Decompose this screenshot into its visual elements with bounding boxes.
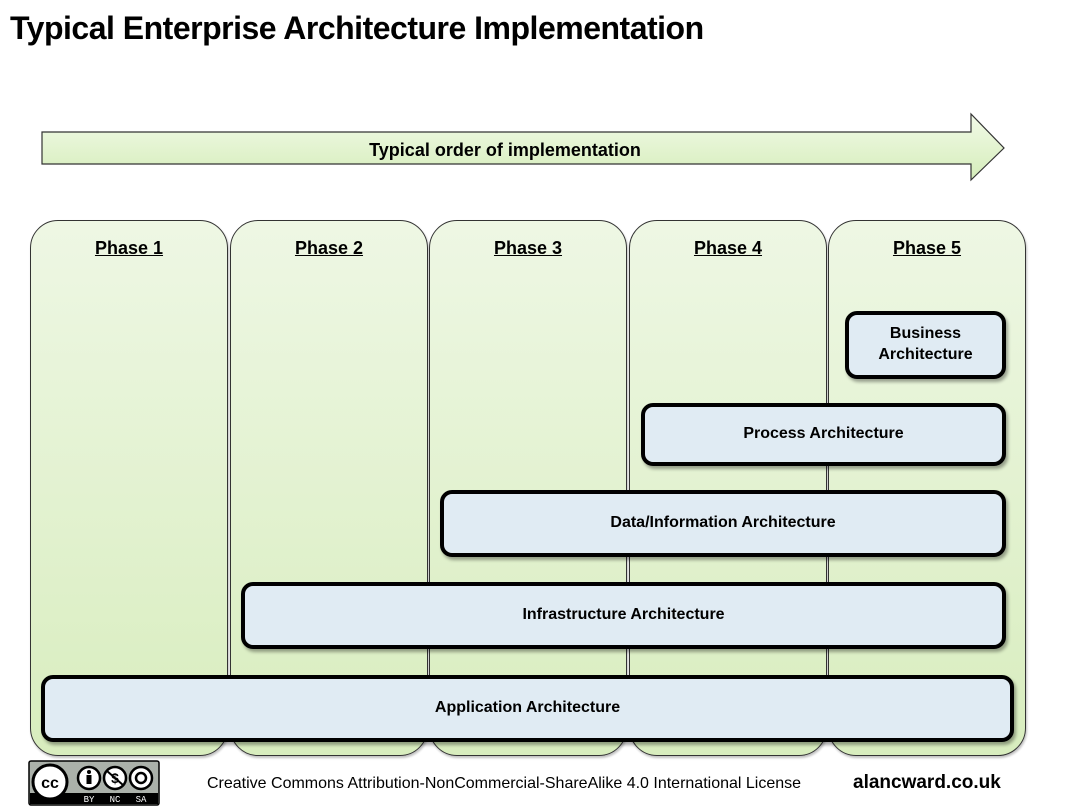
cc-icon: cc bbox=[31, 763, 69, 801]
phase-column-2 bbox=[230, 220, 428, 756]
diagram-title: Typical Enterprise Architecture Implemen… bbox=[10, 10, 704, 46]
phase-column-5 bbox=[828, 220, 1026, 756]
arrow-shape bbox=[41, 112, 1005, 182]
cc-label-by: BY bbox=[84, 795, 95, 805]
phase-label-3: Phase 3 bbox=[493, 238, 563, 258]
site-link[interactable]: alancward.co.uk bbox=[853, 772, 1001, 793]
timeline-arrow-label: Typical order of implementation bbox=[369, 140, 641, 160]
infrastructure-architecture-box: Infrastructure Architecture bbox=[241, 582, 1006, 649]
svg-text:cc: cc bbox=[41, 775, 59, 792]
nc-icon: $ bbox=[102, 765, 128, 791]
application-architecture-box: Application Architecture bbox=[41, 675, 1014, 742]
phase-label-2: Phase 2 bbox=[294, 238, 364, 258]
by-icon bbox=[76, 765, 102, 791]
business-architecture-box: Business Architecture bbox=[845, 311, 1006, 379]
phase-column-3 bbox=[429, 220, 627, 756]
cc-label-sa: SA bbox=[136, 795, 147, 805]
timeline-arrow bbox=[41, 112, 1005, 182]
phase-label-5: Phase 5 bbox=[892, 238, 962, 258]
phase-column-1 bbox=[30, 220, 228, 756]
process-architecture-box: Process Architecture bbox=[641, 403, 1006, 466]
data-information-architecture-box: Data/Information Architecture bbox=[440, 490, 1006, 557]
cc-license-badge[interactable]: cc $ BY NC SA bbox=[28, 760, 160, 806]
cc-label-nc: NC bbox=[110, 795, 121, 805]
license-text[interactable]: Creative Commons Attribution-NonCommerci… bbox=[207, 775, 802, 792]
phase-column-4 bbox=[629, 220, 827, 756]
phase-label-1: Phase 1 bbox=[94, 238, 164, 258]
phase-label-4: Phase 4 bbox=[693, 238, 763, 258]
sa-icon bbox=[128, 765, 154, 791]
